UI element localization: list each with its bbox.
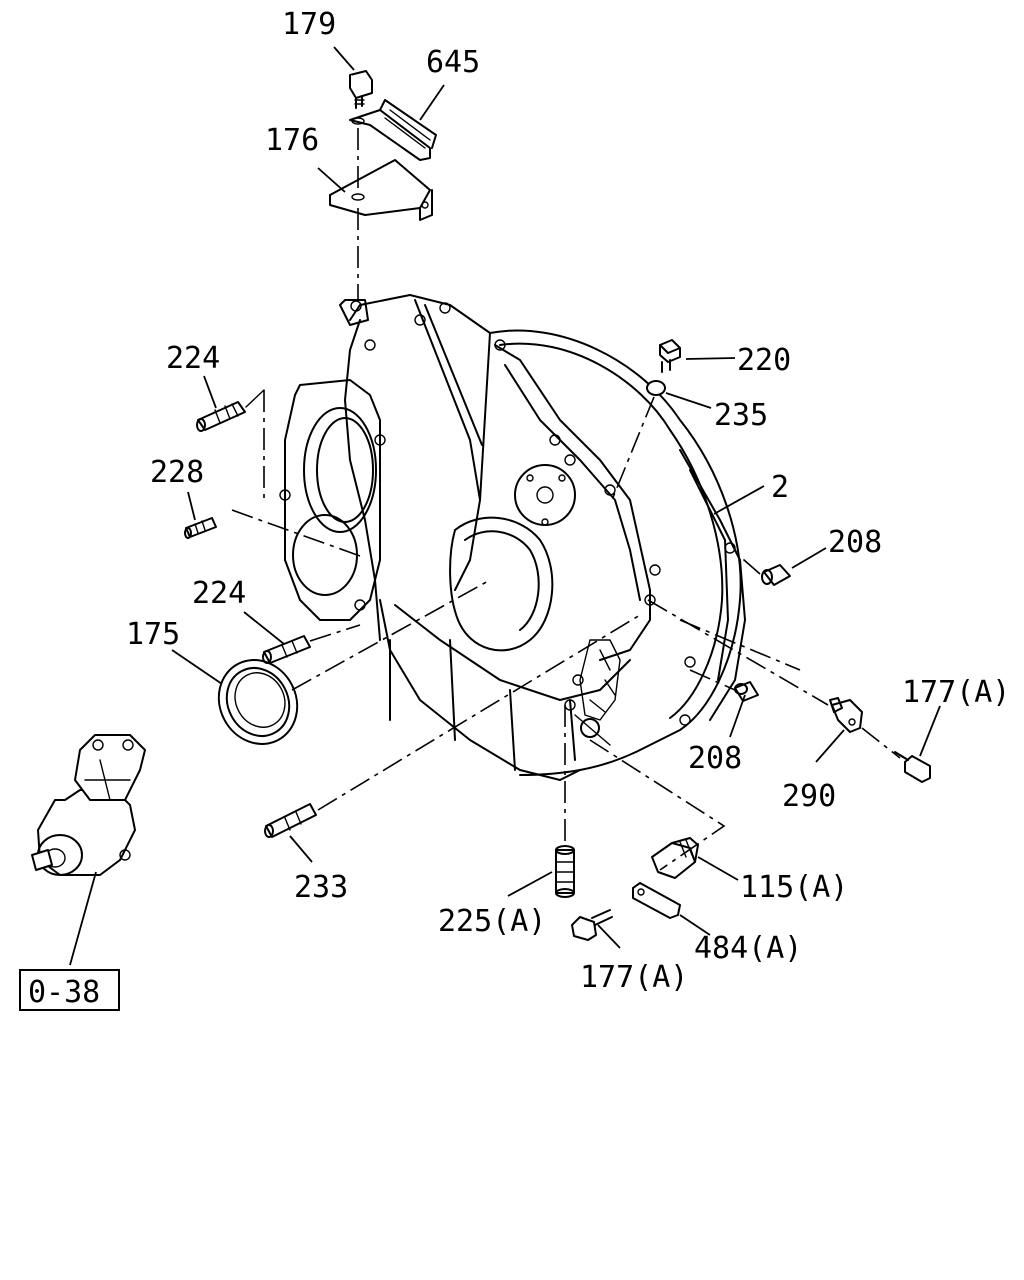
label-224-upper: 224 bbox=[166, 341, 220, 376]
assembly-lines bbox=[231, 128, 901, 871]
label-220: 220 bbox=[737, 343, 791, 378]
stud-233 bbox=[264, 803, 317, 838]
sensor-115a bbox=[651, 837, 699, 879]
plate-484a bbox=[632, 882, 681, 919]
reference-assembly-0-38 bbox=[31, 734, 146, 876]
bracket-176 bbox=[329, 159, 433, 221]
label-233: 233 bbox=[294, 870, 348, 905]
label-290: 290 bbox=[782, 779, 836, 814]
label-176: 176 bbox=[265, 123, 319, 158]
oil-seal-175 bbox=[217, 659, 299, 745]
stud-224-upper bbox=[196, 401, 246, 432]
label-2: 2 bbox=[771, 470, 789, 505]
flywheel-housing bbox=[279, 294, 746, 781]
part-labels: 179 645 176 224 220 235 228 2 208 224 17… bbox=[19, 7, 1010, 1011]
label-reference: 0-38 bbox=[28, 975, 100, 1010]
o-ring-235 bbox=[646, 380, 666, 396]
clip-645 bbox=[349, 99, 437, 161]
label-208-upper: 208 bbox=[828, 525, 882, 560]
label-484a: 484(A) bbox=[694, 931, 802, 966]
label-177a-bottom: 177(A) bbox=[580, 960, 688, 995]
label-228: 228 bbox=[150, 455, 204, 490]
label-225a: 225(A) bbox=[438, 904, 546, 939]
label-224-lower: 224 bbox=[192, 576, 246, 611]
bolt-177a-right bbox=[894, 751, 931, 783]
stud-225a bbox=[555, 845, 575, 898]
bolt-177a-bottom bbox=[571, 909, 613, 941]
reference-box bbox=[19, 969, 120, 1011]
dowel-208-lower bbox=[734, 681, 759, 702]
dowel-228 bbox=[184, 517, 217, 539]
label-208-lower: 208 bbox=[688, 741, 742, 776]
leader-lines bbox=[69, 46, 941, 966]
label-177a-right: 177(A) bbox=[902, 675, 1010, 710]
bolt-179 bbox=[349, 70, 373, 109]
label-235: 235 bbox=[714, 398, 768, 433]
plug-220 bbox=[659, 339, 681, 373]
dowel-208-upper bbox=[761, 564, 791, 586]
label-179: 179 bbox=[282, 7, 336, 42]
sensor-290 bbox=[829, 697, 863, 733]
stud-224-lower bbox=[262, 635, 311, 664]
label-175: 175 bbox=[126, 617, 180, 652]
label-115a: 115(A) bbox=[740, 870, 848, 905]
label-645: 645 bbox=[426, 45, 480, 80]
